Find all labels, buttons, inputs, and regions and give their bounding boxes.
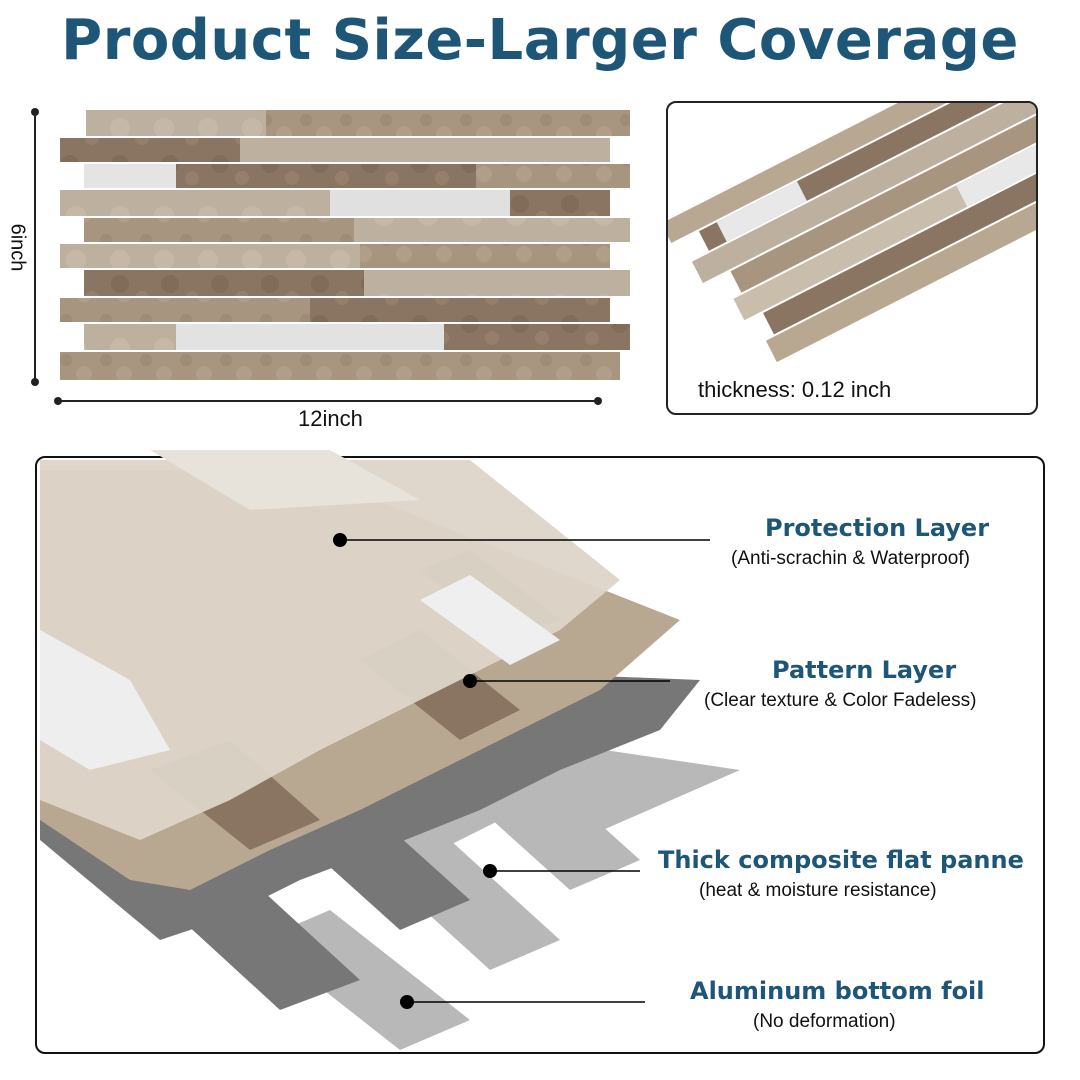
protection-layer-subtitle: (Anti-scrachin & Waterproof): [731, 548, 970, 569]
composite-panel-subtitle: (heat & moisture resistance): [699, 880, 937, 901]
height-dimension-line: [31, 108, 39, 386]
aluminum-foil-subtitle: (No deformation): [753, 1011, 896, 1032]
width-label: 12inch: [298, 406, 363, 431]
composite-panel-title: Thick composite flat panne: [658, 846, 1024, 874]
tile-angled-view: [668, 103, 1036, 363]
pattern-layer-subtitle: (Clear texture & Color Fadeless): [704, 690, 977, 711]
layer-diagram-box: [35, 456, 1045, 1054]
protection-layer-title: Protection Layer: [765, 514, 990, 542]
protection-layer: [40, 450, 620, 840]
aluminum-foil-title: Aluminum bottom foil: [690, 977, 985, 1005]
thickness-label: thickness: 0.12 inch: [698, 377, 892, 402]
layers-illustration: [40, 450, 740, 1050]
page-title: Product Size-Larger Coverage: [61, 8, 1019, 73]
thickness-view-box: thickness: 0.12 inch: [666, 101, 1038, 415]
width-dimension-line: [54, 397, 602, 405]
tile-front-view: [60, 110, 630, 380]
pattern-layer-title: Pattern Layer: [772, 656, 957, 684]
